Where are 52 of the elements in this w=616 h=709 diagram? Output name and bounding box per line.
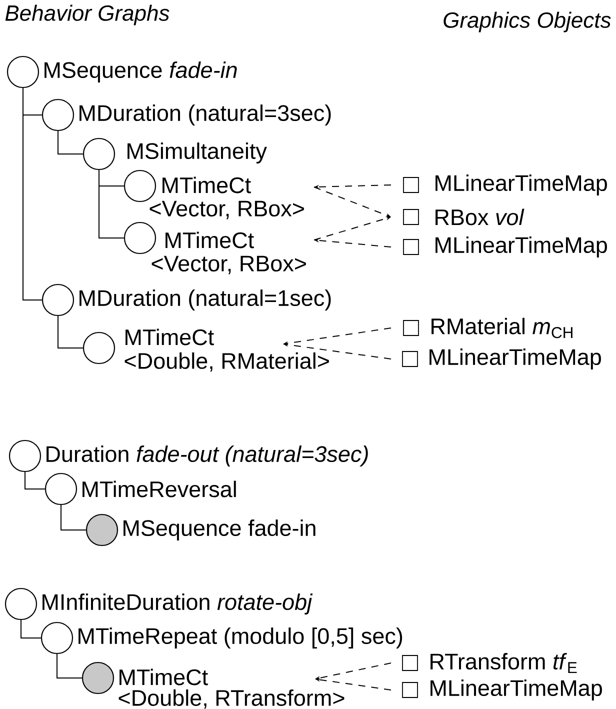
tree-node: MTimeReversal [44,472,236,506]
node-label: MSequence fade-in [124,520,316,540]
node-label: MTimeRepeat (modulo [0,5] sec) [78,628,402,648]
tree-line [20,620,42,638]
object-node: MLinearTimeMap [403,236,607,258]
object-node: RMaterial m$_{CH}$ [403,318,572,338]
node-label: MTimeReversal [82,480,236,498]
node-label: MInfiniteDuration rotate-obj [42,594,313,614]
tree-node: MSequence fade-in [6,56,237,88]
node-label: MTimeCt [162,176,251,194]
heading: Behavior Graphs [5,4,170,26]
tree-line [56,654,82,678]
tree-line [98,170,124,238]
node-label: MLinearTimeMap [436,174,607,196]
tree-node: MTimeCt <Double, RTransform> [82,662,344,709]
tree-line [24,472,46,490]
tree-node: MDuration (natural=1sec) [42,284,331,316]
tree-node: MTimeCt <Vector, RBox> [124,170,304,220]
node-label: MSimultaneity [128,142,267,164]
object-node: MLinearTimeMap [403,174,607,196]
node-label: MTimeCt [120,668,208,686]
tree-node: Duration fade-out (natural=3sec) [8,440,368,472]
tree-node: MTimeCt <Vector, RBox> [124,222,306,274]
node-label: MDuration (natural=1sec) [80,290,331,310]
node-label: MTimeCt [166,232,254,248]
tree-node: MTimeRepeat (modulo [0,5] sec) [40,622,402,654]
node-label: <Vector, RBox> [150,200,304,220]
tree-node: MInfiniteDuration rotate-obj [4,588,313,620]
tree-line [60,504,86,530]
node-label: <Double, RMaterial> [124,352,329,372]
object-node: MLinearTimeMap [402,348,601,370]
object-node: MLinearTimeMap [402,680,602,700]
tree-line [58,316,84,348]
object-node: RBox vol [403,208,524,226]
node-label: RBox vol [436,208,524,226]
node-label: MDuration (natural=3sec) [80,104,331,126]
tree-line [22,88,42,300]
tree-line [58,130,84,154]
node-label: RTransform tf$_{E}$ [430,653,577,674]
tree-node: MTimeCt <Double, RMaterial> [82,328,329,372]
node-label: Duration fade-out (natural=3sec) [46,446,368,466]
tree-node: MSequence fade-in [86,514,316,546]
node-label: MSequence fade-in [44,62,237,82]
node-label: RMaterial m$_{CH}$ [432,318,572,338]
object-node: RTransform tf$_{E}$ [402,653,577,673]
node-label: MLinearTimeMap [436,236,607,258]
tree-node: MSimultaneity [82,138,267,170]
node-label: MTimeCt [126,328,214,346]
heading: Graphics Objects [444,12,611,32]
node-label: <Vector, RBox> [152,256,306,274]
node-label: <Double, RTransform> [118,689,344,709]
tree-node: MDuration (natural=3sec) [42,98,331,132]
